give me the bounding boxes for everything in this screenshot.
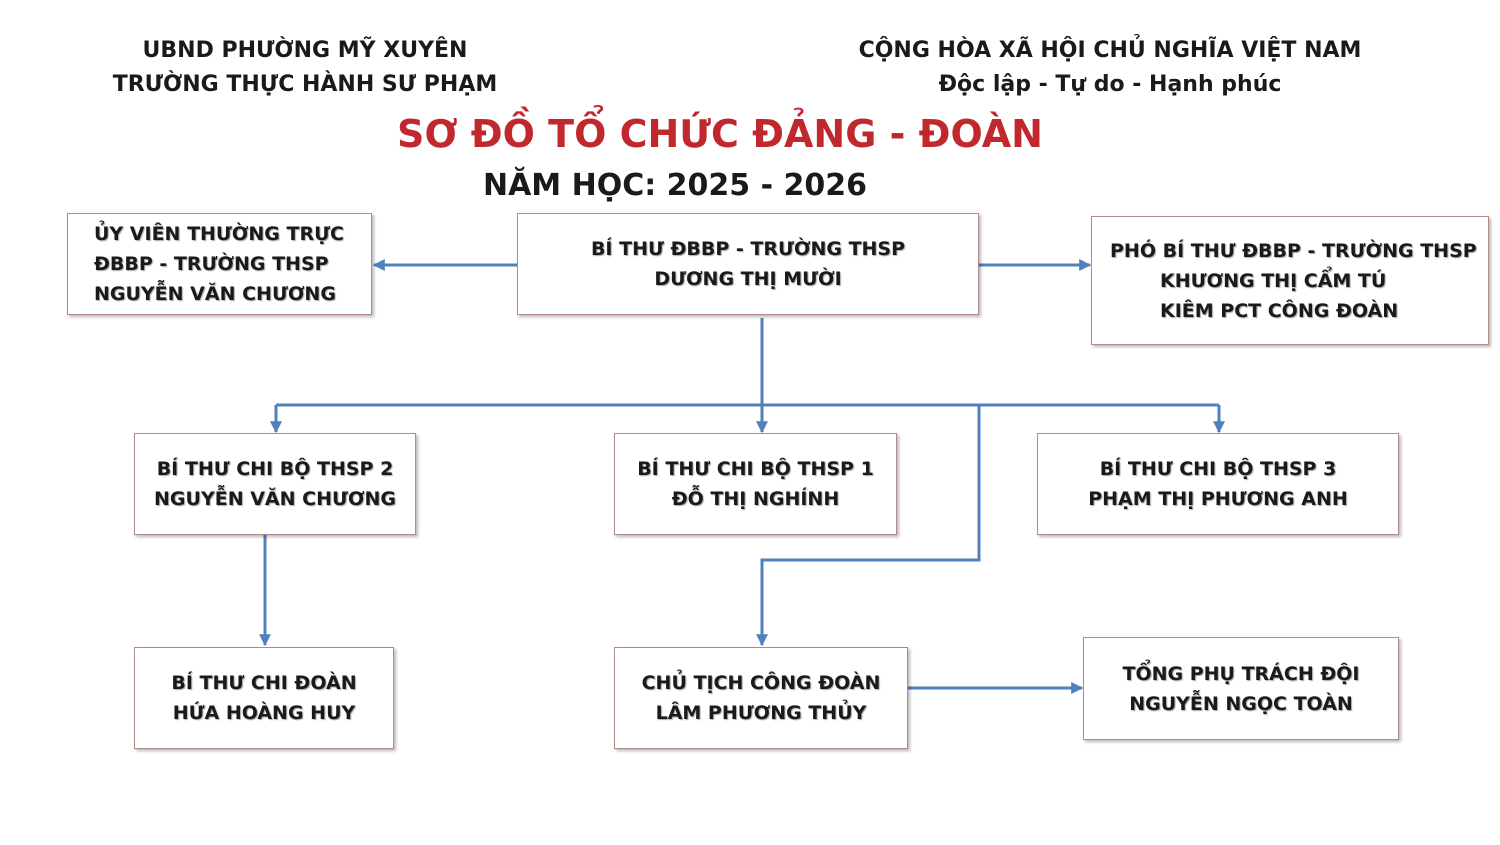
node-branch1: BÍ THƯ CHI BỘ THSP 1 ĐỖ THỊ NGHÍNH	[614, 433, 897, 535]
node-role: ỦY VIÊN THƯỜNG TRỰC	[94, 223, 344, 245]
node-person: NGUYỄN NGỌC TOÀN	[1129, 692, 1353, 715]
node-role-sub: ĐBBP - TRƯỜNG THSP	[94, 253, 329, 275]
node-person: KHƯƠNG THỊ CẨM TÚ	[1160, 269, 1387, 292]
node-secretary: BÍ THƯ ĐBBP - TRƯỜNG THSP DƯƠNG THỊ MƯỜI	[517, 213, 979, 315]
node-trade-union: CHỦ TỊCH CÔNG ĐOÀN LÂM PHƯƠNG THỦY	[614, 647, 908, 749]
node-person: NGUYỄN VĂN CHƯƠNG	[94, 283, 336, 305]
node-role: BÍ THƯ ĐBBP - TRƯỜNG THSP	[590, 238, 906, 260]
node-deputy-secretary: PHÓ BÍ THƯ ĐBBP - TRƯỜNG THSP KHƯƠNG THỊ…	[1091, 216, 1489, 345]
node-role: PHÓ BÍ THƯ ĐBBP - TRƯỜNG THSP	[1110, 239, 1477, 262]
node-person: ĐỖ THỊ NGHÍNH	[671, 488, 840, 510]
node-role-extra: KIÊM PCT CÔNG ĐOÀN	[1160, 299, 1399, 322]
page-title: SƠ ĐỒ TỔ CHỨC ĐẢNG - ĐOÀN	[397, 112, 1043, 156]
page-subtitle: NĂM HỌC: 2025 - 2026	[482, 168, 868, 203]
node-role: BÍ THƯ CHI BỘ THSP 2	[156, 458, 394, 480]
node-pioneer: TỔNG PHỤ TRÁCH ĐỘI NGUYỄN NGỌC TOÀN	[1083, 637, 1399, 740]
node-person: PHẠM THỊ PHƯƠNG ANH	[1088, 488, 1348, 510]
node-person: NGUYỄN VĂN CHƯƠNG	[154, 488, 396, 510]
node-youth-union: BÍ THƯ CHI ĐOÀN HỨA HOÀNG HUY	[134, 647, 394, 749]
node-branch2: BÍ THƯ CHI BỘ THSP 2 NGUYỄN VĂN CHƯƠNG	[134, 433, 416, 535]
national-title: CỘNG HÒA XÃ HỘI CHỦ NGHĨA VIỆT NAM	[858, 38, 1362, 63]
connector-to-trade-union	[756, 405, 981, 647]
node-person: LÂM PHƯƠNG THỦY	[655, 702, 867, 724]
district-name: UBND PHƯỜNG MỸ XUYÊN	[142, 38, 468, 63]
node-role: CHỦ TỊCH CÔNG ĐOÀN	[641, 672, 881, 694]
national-motto: Độc lập - Tự do - Hạnh phúc	[938, 72, 1282, 97]
node-role: TỔNG PHỤ TRÁCH ĐỘI	[1122, 662, 1360, 685]
node-role: BÍ THƯ CHI ĐOÀN	[171, 672, 357, 694]
node-role: BÍ THƯ CHI BỘ THSP 1	[637, 458, 874, 480]
node-person: DƯƠNG THỊ MƯỜI	[654, 268, 842, 290]
node-role: BÍ THƯ CHI BỘ THSP 3	[1099, 458, 1337, 480]
header-left: UBND PHƯỜNG MỸ XUYÊN TRƯỜNG THỰC HÀNH SƯ…	[70, 34, 540, 102]
header-right: CỘNG HÒA XÃ HỘI CHỦ NGHĨA VIỆT NAM Độc l…	[840, 34, 1380, 102]
node-person: HỨA HOÀNG HUY	[172, 702, 356, 724]
node-branch3: BÍ THƯ CHI BỘ THSP 3 PHẠM THỊ PHƯƠNG ANH	[1037, 433, 1399, 535]
node-standing-member: ỦY VIÊN THƯỜNG TRỰC ĐBBP - TRƯỜNG THSP N…	[67, 213, 372, 315]
school-name: TRƯỜNG THỰC HÀNH SƯ PHẠM	[112, 72, 498, 97]
